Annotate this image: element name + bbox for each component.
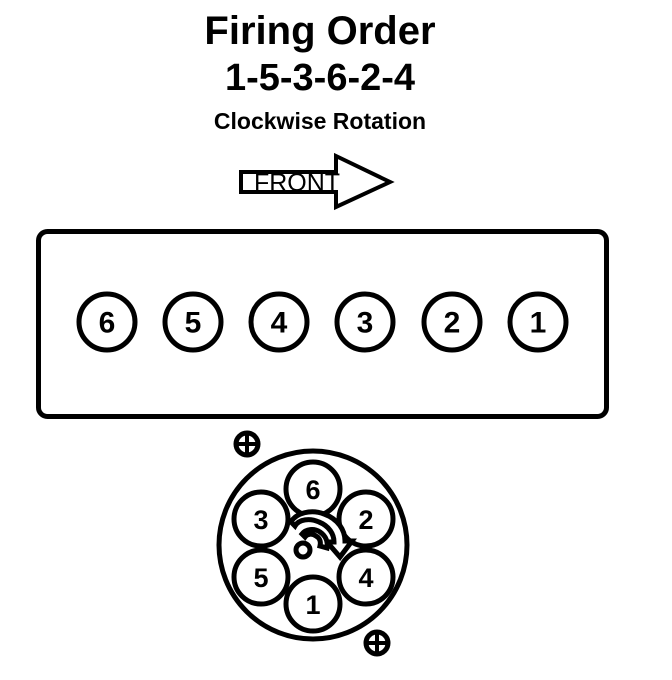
cylinder-circle	[507, 291, 569, 353]
distributor-terminal-6: 6	[283, 459, 343, 519]
front-arrow: FRONT	[239, 152, 395, 211]
rotor-pivot-hole	[293, 540, 313, 560]
rotor-body	[287, 509, 357, 561]
terminal-circle	[231, 547, 291, 607]
terminal-number: 2	[358, 505, 373, 535]
cylinder-3: 3	[334, 291, 396, 353]
distributor-terminal-3: 3	[231, 489, 291, 549]
rotor-inner-arc	[298, 527, 330, 552]
distributor-cap: 6 2 4 1 5	[216, 430, 410, 657]
cylinder-number: 2	[444, 307, 461, 340]
terminal-number: 5	[253, 563, 268, 593]
title-block: Firing Order 1-5-3-6-2-4 Clockwise Rotat…	[0, 0, 640, 136]
distributor-terminal-4: 4	[336, 547, 396, 607]
cylinder-circle	[334, 291, 396, 353]
terminal-number: 3	[253, 505, 268, 535]
distributor-terminal-5: 5	[231, 547, 291, 607]
cylinder-number: 6	[99, 307, 116, 340]
cylinder-circle	[76, 291, 138, 353]
cylinder-1: 1	[507, 291, 569, 353]
terminal-circle	[283, 574, 343, 634]
rotation-label: Clockwise Rotation	[213, 108, 427, 134]
front-arrow-shape	[239, 152, 395, 211]
cylinder-circle	[162, 291, 224, 353]
distributor-terminal-1: 1	[283, 574, 343, 634]
cylinder-number: 4	[271, 307, 288, 340]
crosshair-top-left-icon	[233, 430, 261, 458]
front-arrow-label: FRONT	[254, 169, 340, 197]
cylinder-5: 5	[162, 291, 224, 353]
rotor-clockwise-arrow-icon	[287, 509, 357, 561]
cylinder-circle	[421, 291, 483, 353]
engine-block-outline	[36, 229, 609, 419]
engine-block: 6 5 4 3 2	[36, 229, 609, 419]
terminal-circle	[336, 547, 396, 607]
cylinder-2: 2	[421, 291, 483, 353]
distributor-terminal-2: 2	[336, 489, 396, 549]
terminal-number: 1	[305, 590, 320, 620]
page-title: Firing Order	[204, 9, 436, 53]
terminal-circle	[336, 489, 396, 549]
terminal-circle	[231, 489, 291, 549]
cylinder-4: 4	[248, 291, 310, 353]
crosshair-bottom-right-icon	[363, 629, 391, 657]
firing-order-sequence: 1-5-3-6-2-4	[224, 57, 416, 99]
cylinder-number: 1	[530, 307, 547, 340]
cylinder-number: 3	[357, 307, 374, 340]
cylinder-6: 6	[76, 291, 138, 353]
cylinder-number: 5	[185, 307, 202, 340]
cylinder-circle	[248, 291, 310, 353]
terminal-number: 6	[305, 475, 320, 505]
terminal-number: 4	[358, 563, 373, 593]
